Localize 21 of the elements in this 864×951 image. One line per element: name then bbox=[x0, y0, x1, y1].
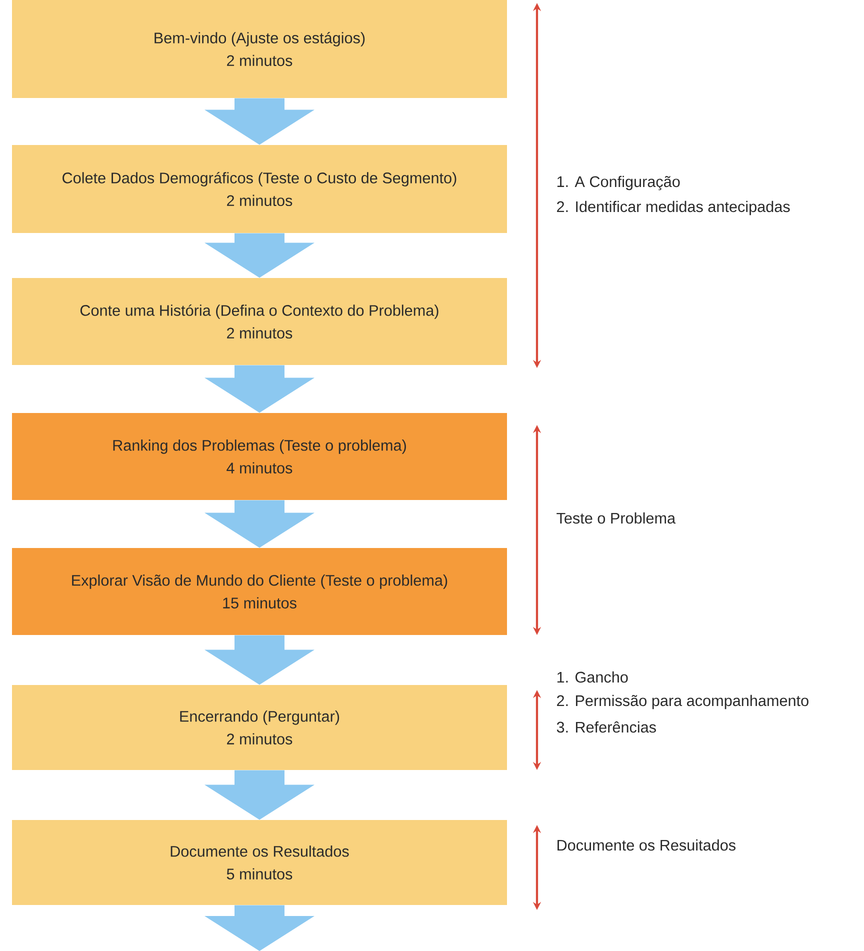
process-box: Documente os Resultados 5 minutos bbox=[12, 820, 507, 905]
note-text: 1. A Configuração bbox=[557, 176, 680, 190]
process-box: Ranking dos Problemas (Teste o problema) 4 minutos bbox=[12, 413, 507, 500]
process-box: Conte uma História (Defina o Contexto do Problema) 2 minutos bbox=[12, 278, 507, 365]
process-box: Encerrando (Perguntar) 2 minutos bbox=[12, 685, 507, 770]
process-box: Explorar Visão de Mundo do Cliente (Teste o problema) 15 minutos bbox=[12, 548, 507, 635]
note-text: 2. Permissão para acompanhamento bbox=[557, 694, 808, 710]
note-text: 1. Gancho bbox=[557, 671, 628, 683]
flow-arrow bbox=[204, 635, 314, 685]
flow-arrow bbox=[204, 905, 314, 951]
note-text: 3. Referências bbox=[556, 721, 656, 733]
process-box: Colete Dados Demográficos (Teste o Custo de Segmento) 2 minutos bbox=[12, 145, 507, 234]
flow-arrow bbox=[204, 500, 314, 548]
process-box: Bem-vindo (Ajuste os estágios) 2 minutos bbox=[12, 0, 507, 98]
note-text: Teste o Problema bbox=[556, 512, 676, 524]
flow-arrow bbox=[204, 770, 314, 820]
flow-arrow bbox=[204, 233, 314, 278]
flow-arrow bbox=[204, 98, 314, 145]
flow-arrow bbox=[204, 365, 314, 413]
note-text: Documente os Resuitados bbox=[558, 839, 736, 851]
note-text: 2. Identificar medidas antecipadas bbox=[557, 200, 790, 216]
